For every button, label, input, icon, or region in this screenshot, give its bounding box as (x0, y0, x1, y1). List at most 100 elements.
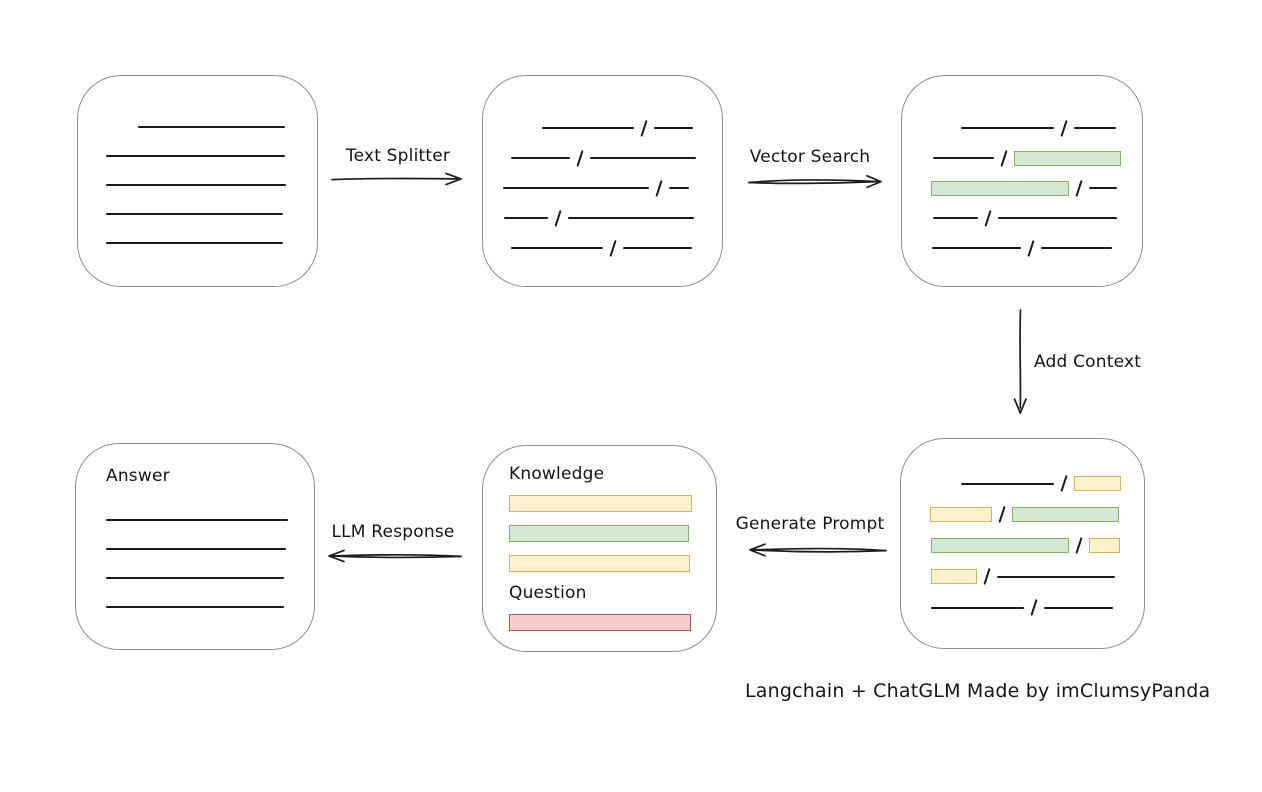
box-row (106, 228, 317, 257)
node-vector-matched-chunks (901, 75, 1143, 287)
text-line (542, 127, 634, 129)
text-line (961, 482, 1054, 485)
chunk-yellow (509, 554, 690, 572)
llm-response-arrow-icon (328, 549, 462, 563)
text-line (106, 518, 288, 521)
box-row (503, 233, 722, 263)
slash-separator (1060, 475, 1068, 492)
text-line (931, 606, 1024, 609)
box-row (503, 113, 722, 143)
chunk-green (1012, 507, 1120, 522)
box-row (509, 548, 716, 578)
box-label: Answer (106, 466, 170, 486)
text-line (933, 217, 978, 219)
text-line (932, 247, 1021, 249)
text-line (106, 605, 284, 608)
box-row (922, 173, 1142, 203)
node-source-document (77, 75, 318, 287)
node-context-chunks (900, 438, 1145, 649)
slash-separator (1075, 179, 1083, 197)
text-line (669, 187, 690, 189)
box-row (106, 563, 314, 592)
box-row (921, 530, 1144, 561)
chunk-green (1014, 150, 1122, 166)
generate-prompt-arrow-label: Generate Prompt (735, 514, 885, 534)
text-splitter-arrow-label: Text Splitter (345, 146, 451, 166)
text-line (1089, 187, 1118, 189)
box-row (922, 203, 1142, 233)
text-line (590, 157, 697, 159)
generate-prompt-arrow-icon (749, 543, 887, 557)
slash-separator (640, 119, 648, 137)
box-row (509, 518, 716, 548)
box-row (922, 143, 1142, 173)
text-line (503, 187, 649, 189)
text-line (106, 547, 286, 550)
text-line (997, 575, 1116, 578)
slash-separator (998, 506, 1006, 523)
box-row (503, 173, 722, 203)
text-line (511, 247, 603, 249)
box-row (921, 592, 1144, 623)
text-splitter-arrow-icon (331, 172, 462, 186)
add-context-arrow-icon (1013, 309, 1027, 414)
chunk-yellow (1089, 538, 1121, 553)
box-row (106, 141, 317, 170)
text-line (1041, 247, 1113, 249)
text-line (933, 157, 994, 159)
text-line (961, 127, 1054, 129)
node-content (503, 113, 722, 263)
node-split-chunks (482, 75, 723, 287)
box-row (106, 112, 317, 141)
node-content: Answer (106, 461, 314, 621)
box-row (106, 534, 314, 563)
box-row (921, 499, 1144, 530)
box-row (921, 561, 1144, 592)
box-row: Knowledge (509, 459, 716, 488)
vector-search-arrow-label: Vector Search (749, 147, 871, 167)
box-row (509, 607, 716, 637)
chunk-green (931, 180, 1069, 196)
text-line (106, 576, 284, 579)
text-line (998, 217, 1118, 219)
box-row (106, 592, 314, 621)
node-content (922, 113, 1142, 263)
vector-search-arrow-icon (748, 174, 882, 189)
chunk-red (509, 613, 691, 631)
box-row: Question (509, 578, 716, 607)
box-row (106, 505, 314, 534)
chunk-yellow (931, 569, 977, 584)
chunk-green (509, 524, 689, 542)
node-answer: Answer (75, 443, 315, 650)
box-row (922, 233, 1142, 263)
box-row (106, 170, 317, 199)
slash-separator (655, 179, 663, 197)
text-line (1044, 606, 1114, 609)
box-row (503, 143, 722, 173)
text-line (106, 183, 286, 186)
box-row (921, 468, 1144, 499)
box-row (106, 199, 317, 228)
chunk-yellow (930, 507, 992, 522)
slash-separator (609, 239, 617, 257)
slash-separator (1060, 119, 1068, 137)
text-line (568, 217, 695, 219)
slash-separator (1027, 239, 1035, 257)
text-line (1074, 127, 1117, 129)
slash-separator (576, 149, 584, 167)
diagram-caption: Langchain + ChatGLM Made by imClumsyPand… (745, 680, 1211, 702)
box-row (922, 113, 1142, 143)
llm-response-arrow-label: LLM Response (331, 522, 455, 542)
add-context-arrow-label: Add Context (1034, 352, 1142, 372)
text-line (138, 125, 285, 128)
chunk-yellow (509, 494, 692, 512)
slash-separator (1000, 149, 1008, 167)
box-label: Question (509, 582, 587, 603)
text-line (511, 157, 570, 159)
node-content (106, 112, 317, 257)
box-label: Knowledge (509, 463, 605, 484)
slash-separator (1030, 599, 1038, 616)
text-line (106, 154, 285, 157)
